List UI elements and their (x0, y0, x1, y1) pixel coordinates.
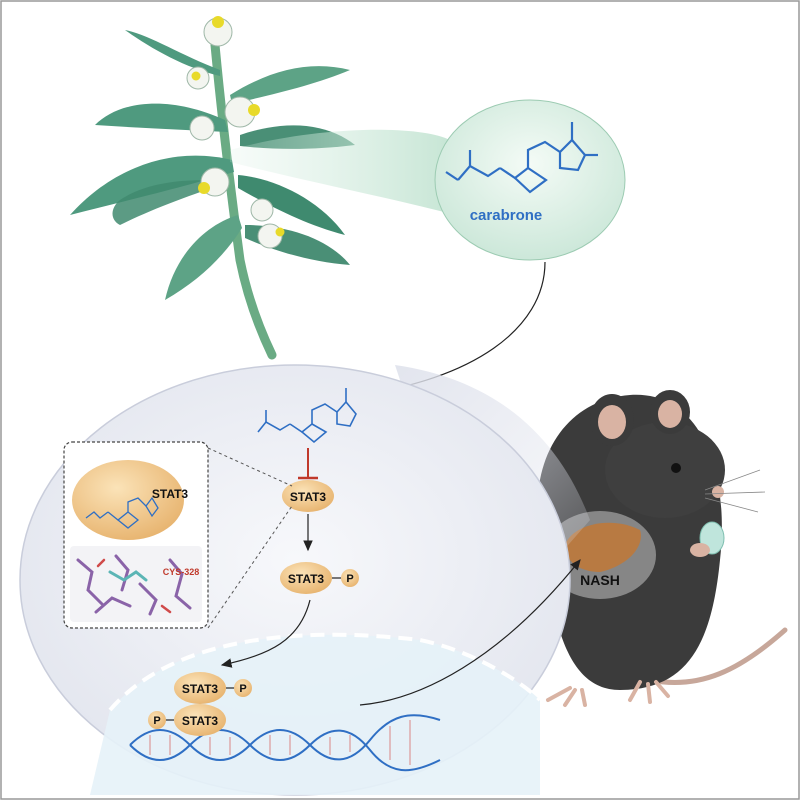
mouse-head (605, 422, 725, 518)
leaf (70, 155, 234, 215)
extraction-beam (230, 129, 455, 215)
stat3-protein (282, 480, 334, 512)
docked-ligand (85, 496, 159, 529)
carabrone-structure-large (445, 122, 598, 194)
mouse-hand (690, 543, 710, 557)
dimer-lower-label: STAT3 (182, 714, 219, 728)
zoom-line (207, 505, 293, 629)
mouse-foot (546, 686, 587, 707)
phosphate-badge (234, 679, 252, 697)
residue-label: CYS-328 (163, 567, 200, 577)
leaf (165, 215, 242, 300)
stat3-phospho-protein (280, 562, 332, 594)
docking-protein-label: STAT3 (152, 487, 189, 501)
plant-stem (210, 40, 277, 360)
nuclear-membrane (108, 632, 542, 712)
phosphate-badge (148, 711, 166, 729)
dna-to-liver-arrow (359, 559, 581, 706)
mouse-nose (712, 486, 724, 498)
leaf (238, 175, 345, 235)
bubble-to-cell-arrow (356, 261, 546, 399)
stat3-phospho-label: STAT3 (288, 572, 325, 586)
mouse-tail (647, 627, 788, 686)
stat3-label: STAT3 (290, 490, 327, 504)
leaf (125, 30, 220, 76)
dimer-upper-label: STAT3 (182, 682, 219, 696)
dna-helix (129, 714, 441, 772)
phosphate-label: P (346, 573, 353, 585)
leaf (230, 66, 350, 104)
dimer-upper-phospho: P (239, 683, 246, 695)
translocation-arrow (220, 599, 311, 668)
dimer-stat3-upper (174, 672, 226, 704)
dimer-stat3-lower (174, 704, 226, 736)
mouse-eye (671, 463, 681, 473)
mouse-ear-inner (598, 405, 626, 439)
mouse-illustration: NASH (537, 390, 788, 707)
disease-label: NASH (580, 572, 620, 588)
dimer-lower-phospho: P (153, 715, 160, 727)
mouse-foot (628, 680, 670, 704)
phosphate-badge (341, 569, 359, 587)
plant-illustration (70, 16, 355, 360)
mouse-whiskers (704, 469, 766, 513)
liver-icon (565, 522, 641, 572)
binding-pocket-view: CYS-328 (70, 546, 202, 622)
stat3-docking-blob (72, 460, 184, 540)
carabrone-bubble: carabrone (434, 99, 626, 261)
carabrone-structure-small (257, 388, 357, 444)
compound-name-label: carabrone (470, 207, 543, 224)
mouse-ear-inner (658, 400, 682, 428)
flower-clusters (186, 16, 285, 249)
